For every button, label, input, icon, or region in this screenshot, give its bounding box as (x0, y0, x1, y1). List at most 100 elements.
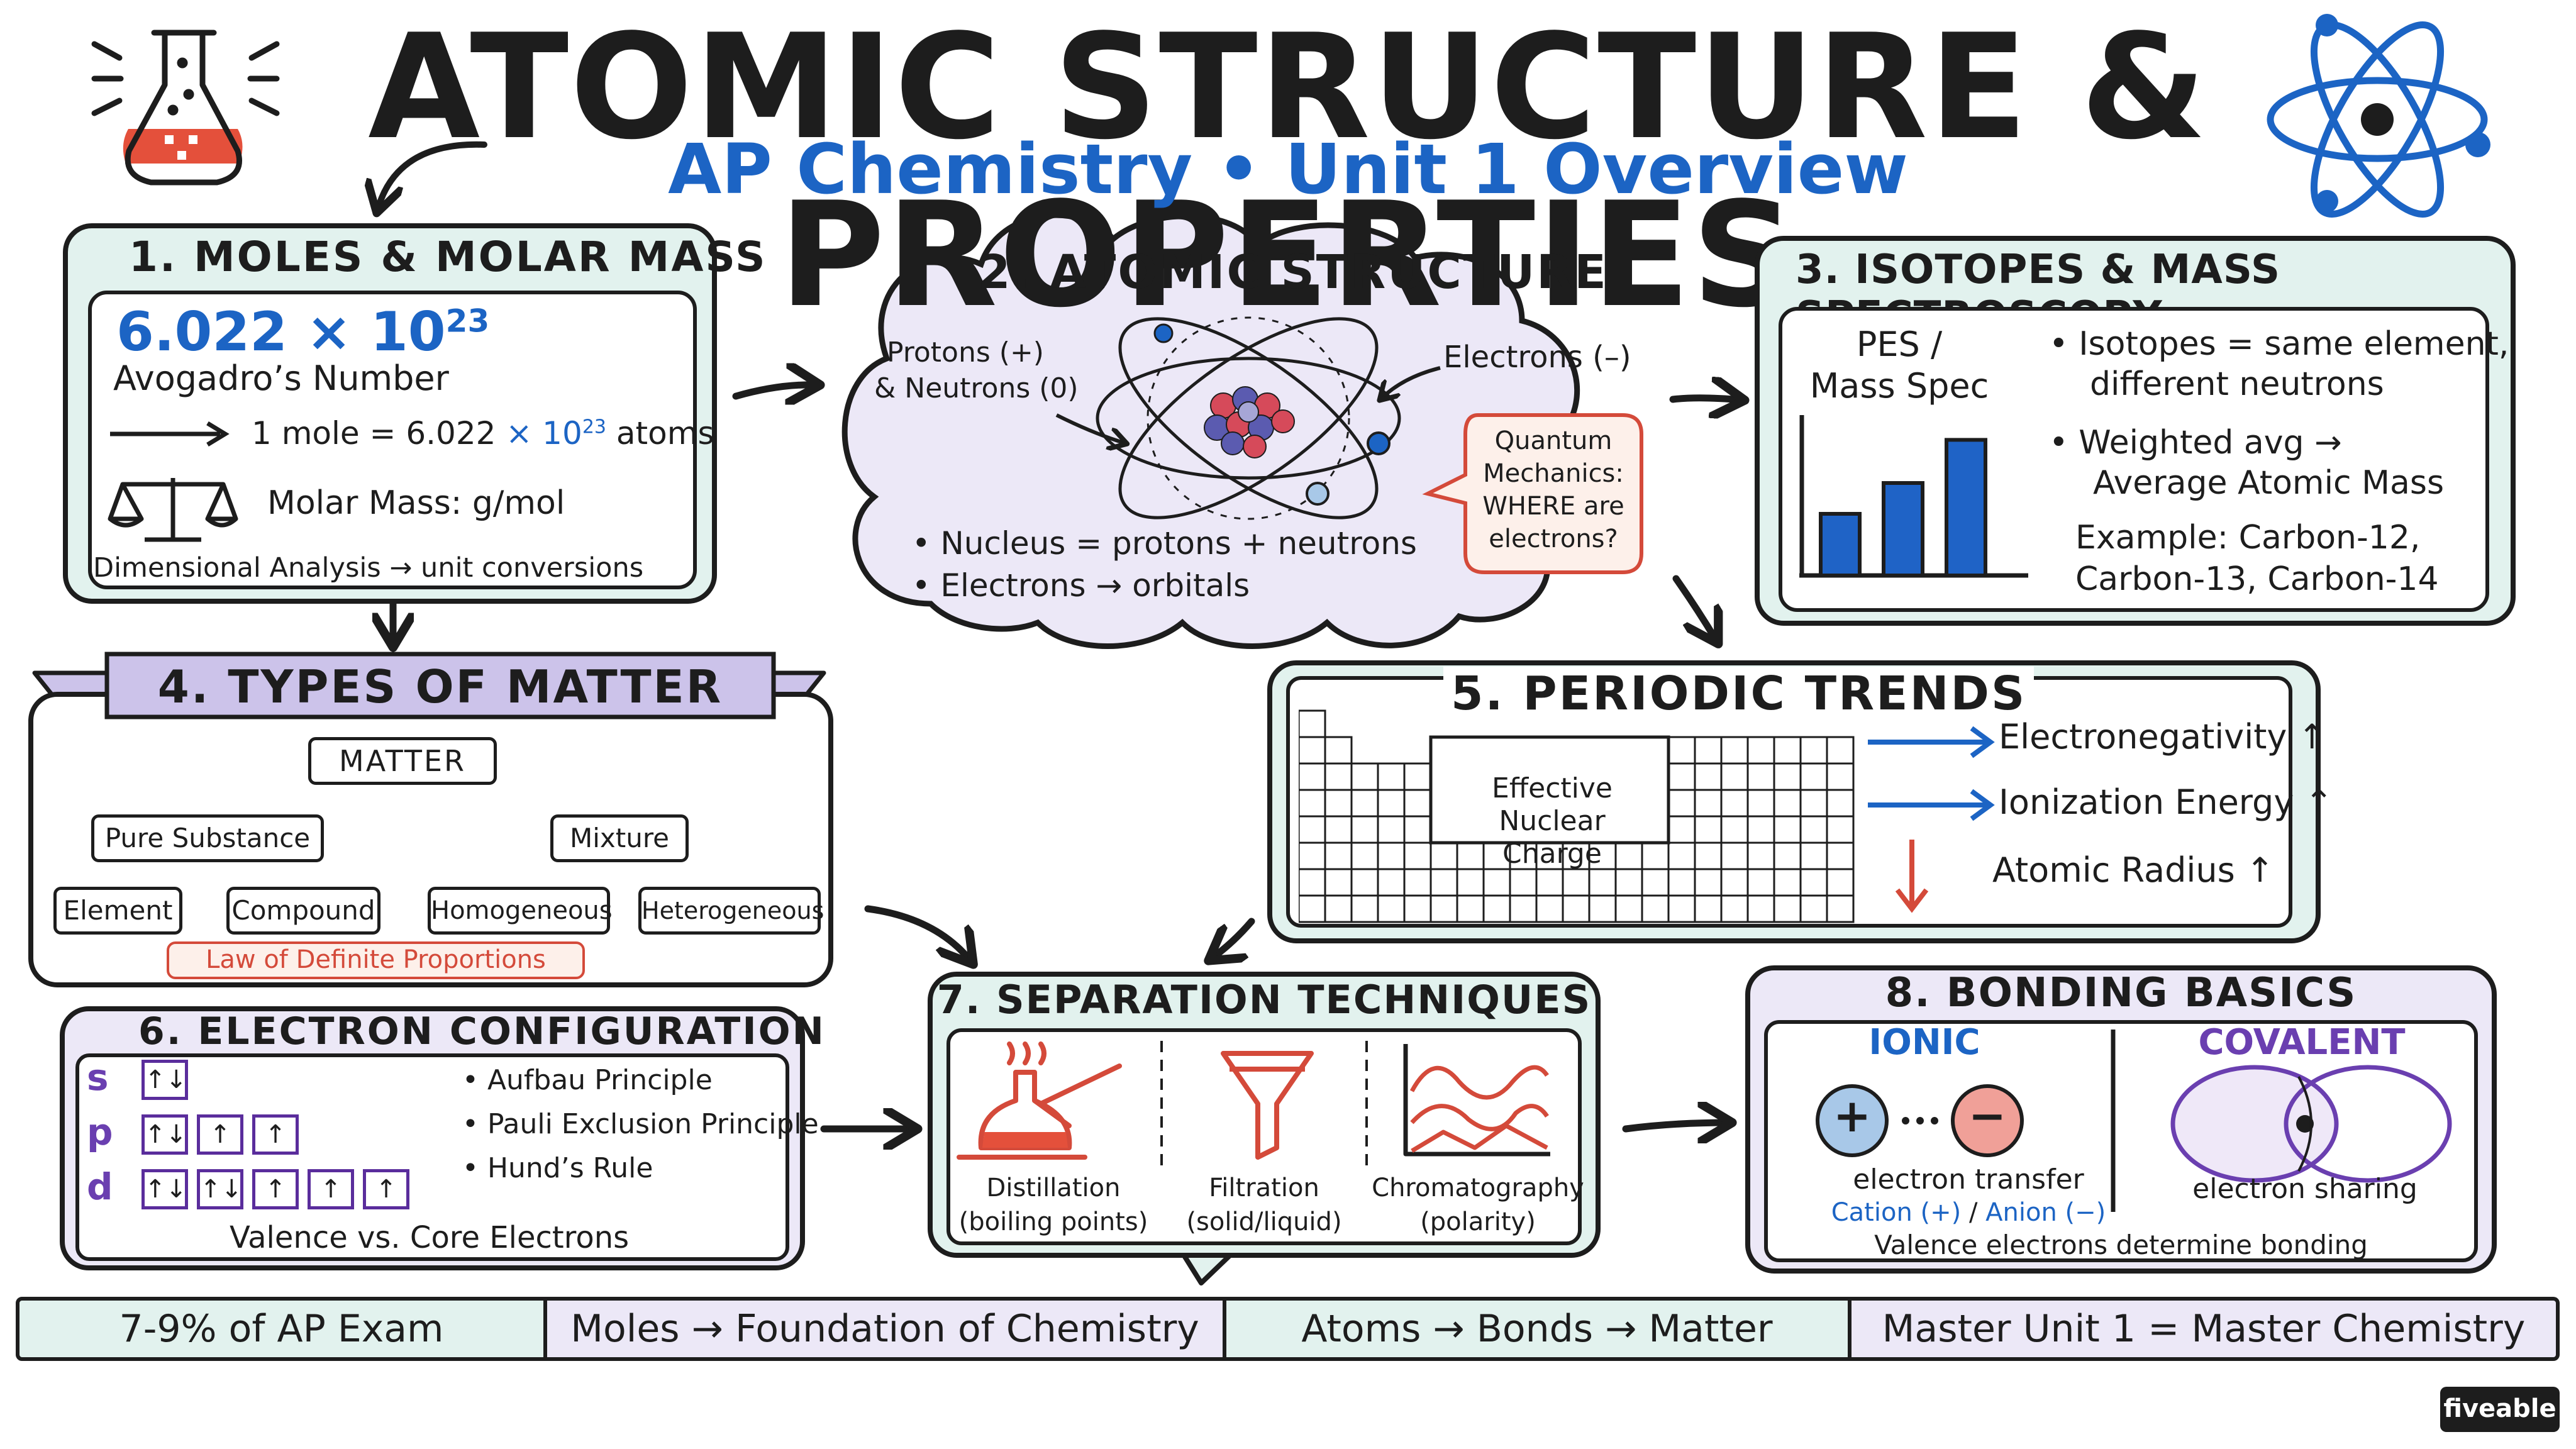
electron-title: 6. ELECTRON CONFIGURATION (138, 1009, 826, 1053)
element-node: Element (53, 887, 182, 935)
periodic-title: 5. PERIODIC TRENDS (1443, 667, 2035, 721)
isotopes-bullet-2: • Weighted avg →Average Atomic Mass (2049, 424, 2445, 502)
orbital-label-d: d (87, 1165, 113, 1208)
ion-types: Cation (+) / Anion (−) (1831, 1198, 2106, 1227)
trend-ionization: Ionization Energy ↑ (1999, 782, 2333, 822)
chromatography-icon (1403, 1044, 1550, 1157)
covalent-caption: electron sharing (2192, 1173, 2418, 1205)
atomic-bullet-nucleus: • Nucleus = protons + neutrons (912, 525, 1417, 562)
separation-icons (957, 1041, 1550, 1170)
bonding-footer: Valence electrons determine bonding (1874, 1230, 2368, 1260)
separation-item-note: (polarity) (1420, 1208, 1536, 1236)
brand-logo: fiveable (2440, 1387, 2560, 1432)
molar-mass: Molar Mass: g/mol (267, 484, 565, 522)
atomic-title: 2. ATOMIC STRUCTURE (978, 245, 1608, 299)
atomic-bullet-electrons: • Electrons → orbitals (912, 567, 1250, 604)
bar-exam-weight: 7-9% of AP Exam (16, 1297, 547, 1361)
separation-item-note: (solid/liquid) (1186, 1208, 1342, 1236)
trend-electronegativity: Electronegativity ↑ (1999, 717, 2326, 757)
separation-item-name: Chromatography (1372, 1174, 1584, 1202)
nucleus-icon (1204, 386, 1295, 458)
moles-title: 1. MOLES & MOLAR MASS (129, 233, 767, 281)
orbital-label-p: p (87, 1111, 113, 1153)
orbital-box: ↑ (197, 1114, 243, 1155)
separation-pointer (1180, 1251, 1235, 1285)
isotopes-bullet-1: • Isotopes = same element,different neut… (2049, 325, 2509, 403)
distillation-flask-icon (957, 1041, 1122, 1160)
covalent-label: COVALENT (2198, 1022, 2406, 1063)
isotopes-example: Example: Carbon-12,Carbon-13, Carbon-14 (2075, 519, 2439, 598)
periodic-table-icon (1299, 709, 1855, 923)
cation-sign: + (1833, 1089, 1872, 1142)
avogadro-label: Avogadro’s Number (113, 358, 449, 398)
pure-substance-node: Pure Substance (91, 814, 324, 862)
homogeneous-node: Homogeneous (428, 887, 613, 935)
orbital-box: ↑↓ (142, 1169, 188, 1209)
trend-arrows (1868, 726, 1995, 913)
separation-item: Distillation (boiling points) (947, 1171, 1160, 1239)
dimensional-analysis: Dimensional Analysis → unit conversions (93, 552, 644, 584)
electrons-label: Electrons (–) (1443, 340, 1631, 375)
separation-item-name: Distillation (986, 1174, 1121, 1202)
bonding-inner (1764, 1020, 2478, 1262)
balance-scale-icon (108, 478, 238, 542)
separation-item-name: Filtration (1209, 1174, 1319, 1202)
orbital-box: ↑↓ (197, 1169, 243, 1209)
separation-item: Chromatography (polarity) (1371, 1171, 1585, 1239)
covalent-overlap-icon (2170, 1065, 2452, 1183)
atom-model-icon (1096, 316, 1401, 520)
pes-bar (1819, 512, 1862, 577)
orbital-box: ↑ (363, 1169, 409, 1209)
matter-title: 4. TYPES OF MATTER (157, 660, 723, 713)
pes-bar (1882, 481, 1924, 577)
cation-circle-icon (1816, 1084, 1889, 1157)
orbital-box: ↑↓ (142, 1114, 188, 1155)
separation-title: 7. SEPARATION TECHNIQUES (936, 977, 1592, 1023)
quantum-bubble-shape (1422, 413, 1643, 574)
electron-principles: • Aufbau Principle• Pauli Exclusion Prin… (462, 1064, 819, 1184)
pes-bar (1945, 438, 1987, 578)
flask-icon (91, 30, 280, 186)
matter-root: MATTER (308, 737, 497, 785)
separation-item-note: (boiling points) (958, 1208, 1148, 1236)
anion-sign: − (1968, 1089, 2007, 1142)
trend-atomic-radius: Atomic Radius ↑ (1992, 850, 2275, 890)
bar-master-unit: Master Unit 1 = Master Chemistry (1848, 1297, 2560, 1361)
compound-node: Compound (226, 887, 380, 935)
page-title: ATOMIC STRUCTURE & PROPERTIES (368, 4, 2208, 340)
orbital-label-s: s (87, 1056, 109, 1099)
bonding-title: 8. BONDING BASICS (1885, 970, 2357, 1016)
arrow-electronegativity-icon (1868, 726, 1995, 758)
bar-atoms-bonds-matter: Atoms → Bonds → Matter (1223, 1297, 1852, 1361)
orbital-box: ↑ (252, 1114, 299, 1155)
protons-label: Protons (+) (887, 336, 1044, 369)
arrow-radius-icon (1895, 840, 1929, 913)
separation-item: Filtration (solid/liquid) (1157, 1171, 1371, 1239)
heterogeneous-node: Heterogeneous (638, 887, 824, 935)
ionic-caption: electron transfer (1853, 1163, 2084, 1196)
anion-circle-icon (1951, 1084, 2024, 1157)
pes-bar-chart (1799, 415, 2028, 578)
orbital-box: ↑ (252, 1169, 299, 1209)
bar-moles-foundation: Moles → Foundation of Chemistry (543, 1297, 1226, 1361)
bonding-drawings (1816, 1030, 2452, 1212)
ribbon-overlay (104, 652, 776, 719)
valence-vs-core: Valence vs. Core Electrons (230, 1220, 630, 1255)
mole-equation: 1 mole = 6.022 × 1023 atoms (252, 415, 714, 452)
ionic-label: IONIC (1868, 1022, 1980, 1063)
funnel-icon (1221, 1051, 1314, 1160)
flow-arrows (393, 385, 1742, 1129)
arrow-ionization-icon (1868, 789, 1995, 821)
pes-label: PES /Mass Spec (1809, 325, 1989, 406)
law-definite-proportions: Law of Definite Proportions (167, 941, 585, 979)
neutrons-label: & Neutrons (0) (874, 372, 1079, 404)
avogadro-number: 6.022 × 1023 (116, 301, 490, 364)
page-subtitle: AP Chemistry • Unit 1 Overview (668, 129, 1908, 209)
orbital-box: ↑ (308, 1169, 354, 1209)
electron-inner (75, 1053, 789, 1261)
arrow-right-icon (110, 421, 230, 447)
atom-icon (2267, 14, 2490, 218)
orbital-box: ↑↓ (142, 1060, 188, 1100)
